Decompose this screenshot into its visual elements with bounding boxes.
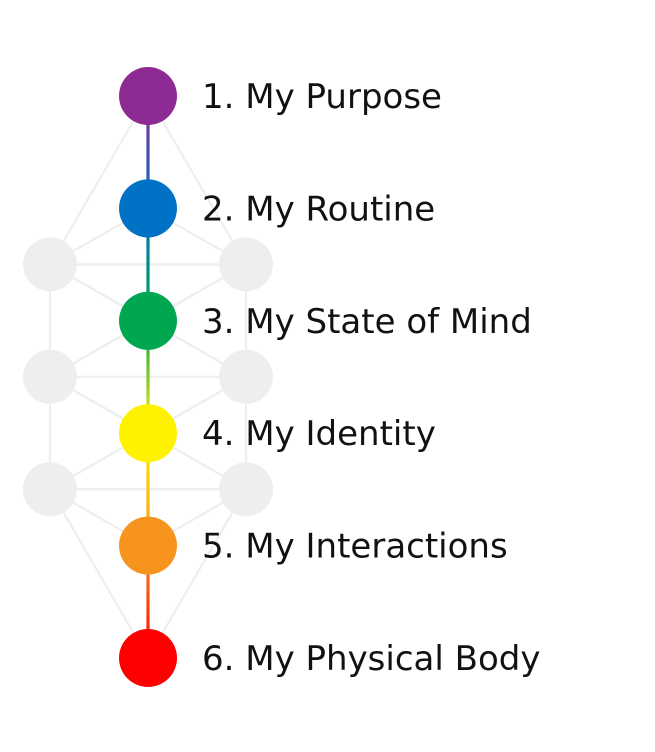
level-node-4: [119, 404, 177, 463]
level-label-5: 5. My Interactions: [202, 527, 508, 567]
level-label-2: 2. My Routine: [202, 189, 435, 229]
connector-lines: [146, 96, 150, 658]
level-node-2: [119, 179, 177, 238]
lattice-line: [147, 488, 247, 659]
lattice-circle: [219, 349, 273, 404]
level-node-5: [119, 516, 177, 575]
lattice-circle: [23, 237, 77, 292]
lattice-circle: [23, 349, 77, 404]
lattice-line: [49, 488, 149, 659]
level-label-4: 4. My Identity: [202, 414, 436, 454]
connector-line: [146, 96, 150, 209]
connector-line: [146, 208, 150, 321]
level-nodes: [119, 67, 177, 687]
lattice-circle: [23, 462, 77, 517]
lattice-circle: [219, 237, 273, 292]
level-node-3: [119, 291, 177, 350]
connector-line: [146, 545, 150, 658]
lattice-circle: [219, 462, 273, 517]
level-node-1: [119, 67, 177, 125]
level-node-6: [119, 629, 177, 687]
level-labels: 1. My Purpose 2. My Routine 3. My State of…: [202, 77, 540, 679]
connector-line: [146, 433, 150, 546]
lattice-line: [147, 95, 247, 265]
lattice-line: [49, 95, 149, 265]
level-label-6: 6. My Physical Body: [202, 639, 540, 679]
level-label-1: 1. My Purpose: [202, 77, 442, 117]
connector-line: [146, 320, 150, 434]
level-label-3: 3. My State of Mind: [202, 302, 532, 342]
